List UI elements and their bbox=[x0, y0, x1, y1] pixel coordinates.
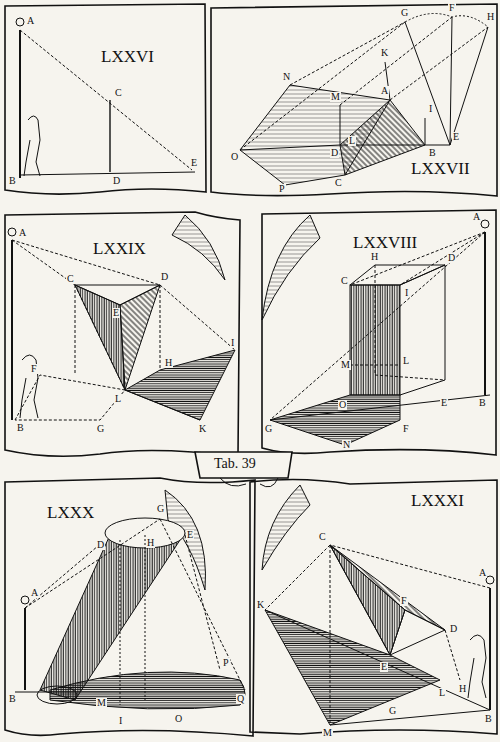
point-letter: P bbox=[278, 184, 286, 194]
point-letter: D bbox=[112, 176, 121, 186]
point-letter: L bbox=[348, 136, 356, 146]
point-letter: C bbox=[334, 178, 343, 188]
point-letter: K bbox=[198, 424, 207, 434]
point-letter: C bbox=[66, 274, 75, 284]
point-letter: H bbox=[370, 252, 379, 262]
point-letter: E bbox=[380, 662, 388, 672]
point-letter: F bbox=[30, 364, 38, 374]
point-letter: N bbox=[282, 72, 291, 82]
point-letter: C bbox=[318, 532, 327, 542]
point-letter: Q bbox=[236, 694, 245, 704]
point-letter: B bbox=[428, 148, 437, 158]
point-letter: M bbox=[96, 698, 107, 708]
point-letter: A bbox=[472, 212, 481, 222]
point-letter: O bbox=[338, 400, 347, 410]
point-letter: E bbox=[112, 308, 120, 318]
point-letter: A bbox=[478, 568, 487, 578]
point-letter: A bbox=[30, 588, 39, 598]
point-letter: G bbox=[96, 424, 105, 434]
point-letter: B bbox=[8, 176, 17, 186]
point-letter: L bbox=[114, 394, 122, 404]
point-letter: K bbox=[256, 600, 265, 610]
figure-number: LXXXI bbox=[410, 492, 465, 509]
point-letter: D bbox=[96, 540, 105, 550]
point-letter: M bbox=[322, 728, 333, 738]
point-letter: B bbox=[484, 714, 493, 724]
point-letter: I bbox=[428, 104, 433, 114]
point-letter: B bbox=[16, 423, 25, 433]
point-letter: H bbox=[486, 12, 495, 22]
point-letter: G bbox=[388, 706, 397, 716]
point-letter: H bbox=[458, 684, 467, 694]
point-letter: E bbox=[452, 132, 460, 142]
point-letter: I bbox=[230, 338, 235, 348]
point-letter: B bbox=[8, 694, 17, 704]
point-letter: L bbox=[438, 688, 446, 698]
point-letter: D bbox=[330, 148, 339, 158]
point-letter: M bbox=[330, 92, 341, 102]
point-letter: L bbox=[402, 356, 410, 366]
point-letter: M bbox=[340, 360, 351, 370]
point-letter: E bbox=[190, 158, 198, 168]
point-letter: H bbox=[164, 358, 173, 368]
figure-number: LXXVII bbox=[410, 160, 471, 177]
figure-number: LXXVI bbox=[100, 48, 155, 65]
point-letter: C bbox=[340, 276, 349, 286]
point-letter: C bbox=[114, 88, 123, 98]
point-letter: I bbox=[118, 716, 123, 726]
point-letter: G bbox=[400, 8, 409, 18]
point-letter: D bbox=[447, 253, 456, 263]
point-letter: F bbox=[448, 3, 456, 13]
point-letter: D bbox=[449, 624, 458, 634]
point-letter: A bbox=[26, 16, 35, 26]
point-letter: O bbox=[174, 714, 183, 724]
point-letter: P bbox=[222, 658, 230, 668]
point-letter: F bbox=[402, 424, 410, 434]
point-letter: A bbox=[18, 228, 27, 238]
point-letter: O bbox=[230, 152, 239, 162]
figure-number: LXXX bbox=[46, 504, 95, 521]
point-letter: D bbox=[160, 272, 169, 282]
point-letter: I bbox=[404, 288, 409, 298]
point-letter: B bbox=[478, 398, 487, 408]
point-letter: E bbox=[186, 530, 194, 540]
point-letter: E bbox=[440, 398, 448, 408]
point-letter: H bbox=[146, 538, 155, 548]
point-letter: F bbox=[400, 596, 408, 606]
point-letter: G bbox=[156, 504, 165, 514]
figure-number: LXXIX bbox=[92, 240, 147, 257]
point-letter: G bbox=[264, 424, 273, 434]
point-letter: A bbox=[380, 86, 389, 96]
point-letter: K bbox=[380, 48, 389, 58]
figure-number: LXXVIII bbox=[352, 234, 418, 251]
figure-number: Tab. 39 bbox=[213, 457, 257, 471]
point-letter: N bbox=[342, 440, 351, 450]
